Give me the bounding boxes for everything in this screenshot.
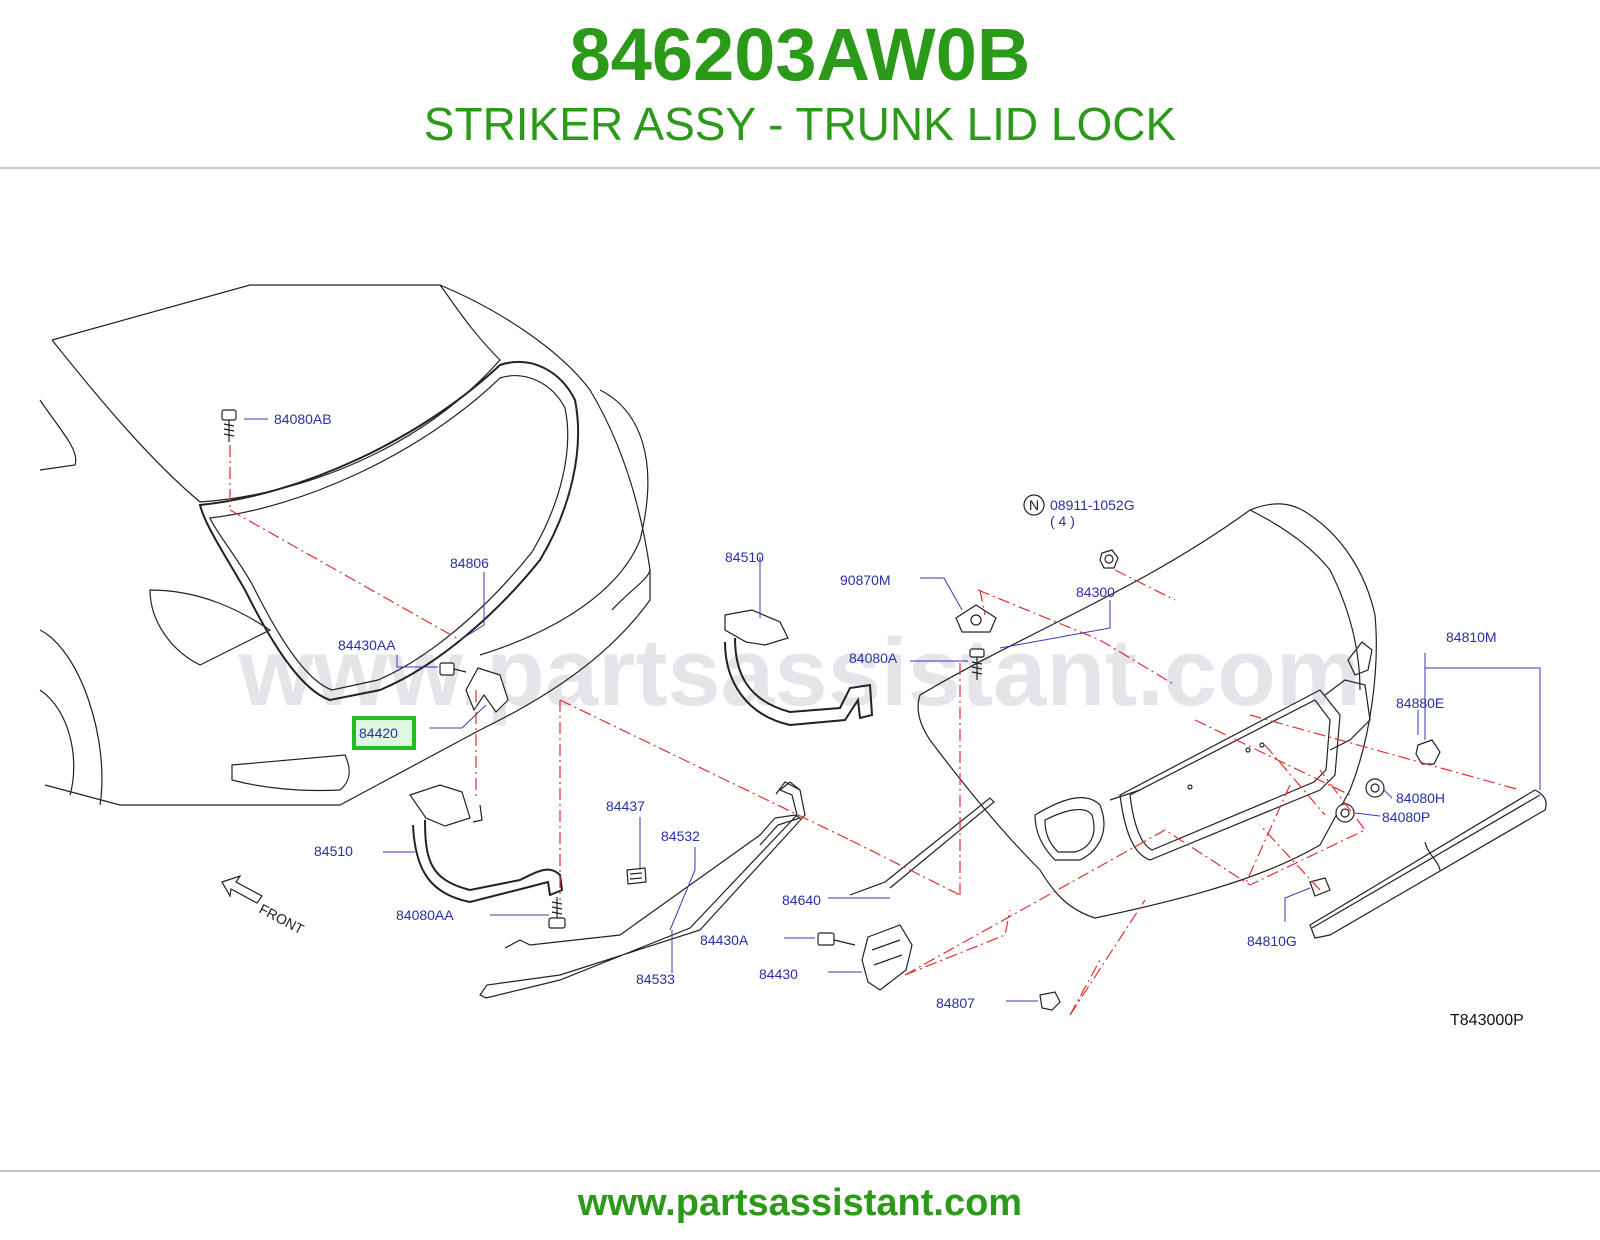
assembly-lines (229, 445, 1521, 1016)
callout-label[interactable]: 84437 (606, 798, 645, 814)
leader-lines (244, 418, 1541, 1002)
header-divider (0, 167, 1600, 169)
callout-label[interactable]: 84430AA (338, 637, 396, 653)
figure-code: T843000P (1450, 1012, 1524, 1029)
lock-84430 (817, 797, 995, 991)
callout-label[interactable]: 08911-1052G (1050, 497, 1135, 513)
bolt-84080a (969, 648, 985, 680)
callout-label[interactable]: 84806 (450, 555, 489, 571)
callout-label[interactable]: 84807 (936, 995, 975, 1011)
callout-label[interactable]: 84810M (1446, 629, 1497, 645)
callout-highlight-box (352, 716, 416, 750)
n-symbol: N (1029, 497, 1039, 513)
trunk-lid-84300 (917, 503, 1377, 919)
grommet-84080p (1335, 803, 1355, 823)
callout-label[interactable]: 84300 (1076, 584, 1115, 600)
footer-divider (0, 1170, 1600, 1172)
callout-label[interactable]: 84430 (759, 966, 798, 982)
callout-label[interactable]: 90870M (840, 572, 891, 588)
watermark: www.partsassistant.com (238, 619, 1361, 726)
hinge-84510-left (409, 784, 564, 904)
callout-label[interactable]: 84080P (1382, 809, 1430, 825)
callout-label[interactable]: 84420 (359, 725, 398, 741)
callout-label[interactable]: 84080AA (396, 907, 454, 923)
grommet-90870m (955, 604, 997, 633)
callout-label[interactable]: 84080H (1396, 790, 1445, 806)
callout-label: ( 4 ) (1050, 513, 1075, 529)
hinge-84510-right (724, 609, 874, 727)
nut-08911-1052g (1099, 549, 1119, 569)
exploded-parts-diagram: www.partsassistant.com (39, 284, 1547, 1029)
callout-label[interactable]: 84510 (725, 549, 764, 565)
car-body-outline (39, 284, 651, 806)
front-arrow-icon (221, 874, 263, 904)
grommet-84080h (1365, 778, 1385, 798)
callout-label[interactable]: 84080A (849, 650, 898, 666)
footer-url[interactable]: www.partsassistant.com (577, 1182, 1023, 1224)
part-number-title: 846203AW0B (569, 13, 1031, 96)
callout-label[interactable]: 84640 (782, 892, 821, 908)
bolt-84080aa (548, 897, 566, 929)
bolt-84080ab (221, 409, 237, 442)
front-label: FRONT (257, 901, 307, 938)
callout-label[interactable]: 84430A (700, 932, 749, 948)
clip-84810g (1309, 877, 1331, 897)
n-symbol-circle (1023, 494, 1045, 516)
bumper-84807 (1039, 991, 1061, 1011)
callout-label[interactable]: 84880E (1396, 695, 1444, 711)
rods-84532-84533 (479, 781, 806, 999)
callout-label[interactable]: 84080AB (274, 411, 332, 427)
callout-label[interactable]: 84533 (636, 971, 675, 987)
callout-label[interactable]: 84532 (661, 828, 700, 844)
callout-label[interactable]: 84810G (1247, 933, 1297, 949)
part-description: STRIKER ASSY - TRUNK LID LOCK (423, 98, 1177, 150)
bracket-84437 (626, 867, 647, 885)
finisher-84810m (1309, 789, 1547, 939)
grommet-84880e (1415, 739, 1441, 765)
callout-labels: 84080AB 84806 84430AA 84420 84510 84080A… (274, 411, 1497, 1011)
callout-label[interactable]: 84510 (314, 843, 353, 859)
